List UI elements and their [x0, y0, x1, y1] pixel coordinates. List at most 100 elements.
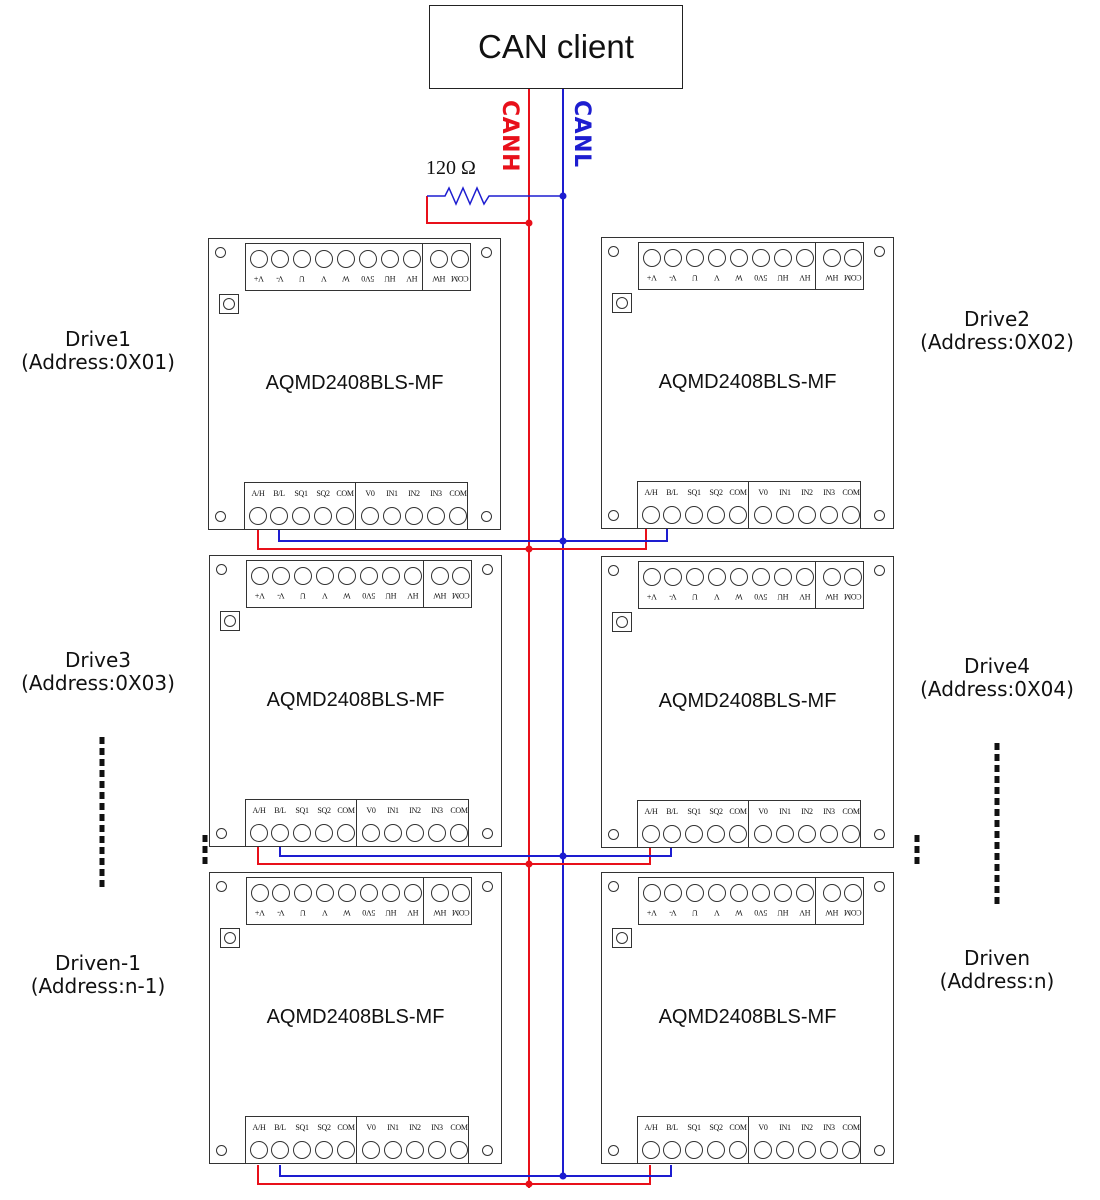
- screw-terminal: [844, 884, 862, 902]
- continuation-dots: [99, 836, 105, 843]
- screw-terminal: [452, 567, 470, 585]
- screw-terminal: [428, 824, 446, 842]
- mounting-hole: [216, 881, 227, 892]
- pin-label: SQ1: [295, 1123, 309, 1132]
- screw-terminal: [774, 884, 792, 902]
- mounting-hole: [481, 247, 492, 258]
- pin-label: B/L: [666, 1123, 678, 1132]
- junction-dot: [559, 852, 567, 860]
- continuation-dots: [914, 846, 920, 853]
- pin-label: W: [343, 908, 351, 917]
- screw-terminal: [359, 250, 377, 268]
- drive-name: Drive3: [64, 648, 132, 672]
- pin-label: HV: [406, 274, 418, 283]
- screw-terminal: [752, 249, 770, 267]
- mounting-hole: [608, 246, 619, 257]
- model-label: AQMD2408BLS-MF: [266, 689, 445, 711]
- pin-label: V0: [758, 807, 768, 816]
- pin-label: COM: [842, 488, 860, 497]
- screw-terminal: [294, 884, 312, 902]
- mounting-hole: [608, 1145, 619, 1156]
- screw-terminal: [316, 567, 334, 585]
- mounting-hole: [608, 510, 619, 521]
- pin-label: V0: [365, 489, 375, 498]
- pin-label: 5V0: [754, 592, 768, 601]
- pin-label: SQ1: [687, 488, 701, 497]
- pin-label: W: [735, 592, 743, 601]
- pin-label: U: [300, 591, 306, 600]
- pin-label: SQ2: [709, 488, 723, 497]
- screw-terminal: [337, 824, 355, 842]
- pin-label: HV: [799, 273, 811, 282]
- screw-terminal: [384, 824, 402, 842]
- drive-address: (Address:0X02): [920, 330, 1074, 354]
- screw-terminal: [842, 825, 860, 843]
- continuation-dots: [994, 776, 1000, 783]
- pin-label: A/H: [644, 807, 658, 816]
- screw-terminal: [686, 568, 704, 586]
- canl-label: CANL: [569, 100, 594, 168]
- screw-terminal: [707, 825, 725, 843]
- continuation-dots: [994, 853, 1000, 860]
- terminal-block-divider: [815, 878, 816, 924]
- pin-label: HU: [777, 592, 789, 601]
- continuation-dots: [202, 846, 208, 853]
- pin-label: SQ1: [687, 807, 701, 816]
- pin-label: SQ2: [709, 807, 723, 816]
- mounting-hole: [608, 829, 619, 840]
- pin-label: SQ1: [294, 489, 308, 498]
- screw-terminal: [842, 506, 860, 524]
- pin-label: U: [692, 592, 698, 601]
- continuation-dots: [994, 831, 1000, 838]
- continuation-dots: [99, 880, 105, 887]
- pin-label: IN3: [823, 488, 835, 497]
- junction-dot: [525, 219, 533, 227]
- drive-address: (Address:0X03): [21, 671, 175, 695]
- mounting-hole: [215, 247, 226, 258]
- continuation-dots: [99, 858, 105, 865]
- screw-terminal: [427, 507, 445, 525]
- screw-terminal: [707, 1141, 725, 1159]
- terminal-block-divider: [422, 244, 423, 290]
- pin-label: IN3: [431, 806, 443, 815]
- screw-terminal: [685, 1141, 703, 1159]
- screw-terminal: [820, 1141, 838, 1159]
- pin-label: IN1: [387, 806, 399, 815]
- screw-terminal: [362, 824, 380, 842]
- screw-terminal: [642, 1141, 660, 1159]
- pin-label: HV: [407, 591, 419, 600]
- screw-terminal: [337, 1141, 355, 1159]
- pin-label: SQ2: [317, 1123, 331, 1132]
- screw-terminal: [404, 567, 422, 585]
- screw-terminal: [844, 568, 862, 586]
- screw-terminal: [776, 1141, 794, 1159]
- screw-terminal: [729, 1141, 747, 1159]
- junction-dot: [559, 192, 567, 200]
- continuation-dots: [914, 857, 920, 864]
- pin-label: COM: [336, 489, 354, 498]
- terminator-resistor-label: 120 Ω: [426, 157, 476, 179]
- resistor-wire-h: [426, 196, 529, 224]
- screw-terminal: [450, 824, 468, 842]
- pin-label: IN2: [409, 806, 421, 815]
- screw-terminal: [314, 507, 332, 525]
- screw-terminal: [405, 507, 423, 525]
- status-indicator: [220, 611, 240, 631]
- status-indicator: [612, 293, 632, 313]
- pin-label: V0: [366, 1123, 376, 1132]
- continuation-dots: [99, 803, 105, 810]
- model-label: AQMD2408BLS-MF: [658, 690, 837, 712]
- pin-label: IN3: [430, 489, 442, 498]
- screw-terminal: [754, 1141, 772, 1159]
- continuation-dots: [99, 759, 105, 766]
- continuation-dots: [99, 748, 105, 755]
- pin-label: B/L: [273, 489, 285, 498]
- terminal-block-divider: [748, 482, 749, 528]
- model-label: AQMD2408BLS-MF: [265, 372, 444, 394]
- screw-terminal: [663, 1141, 681, 1159]
- mounting-hole: [874, 510, 885, 521]
